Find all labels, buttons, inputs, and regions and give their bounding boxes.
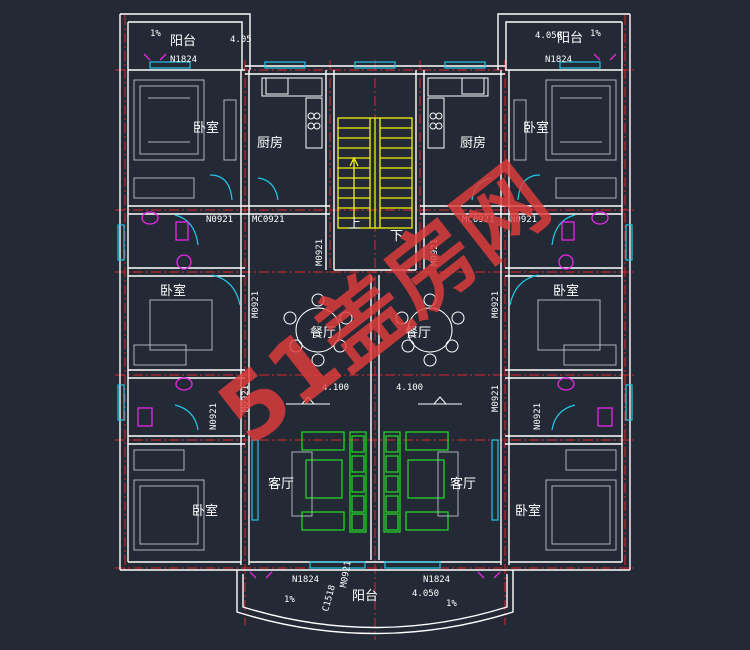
stair-up-label: 上 (348, 217, 361, 232)
staircase (337, 117, 413, 229)
dining-tables (283, 293, 465, 367)
door-code-label: M0921 (491, 385, 501, 412)
window-code-label: N1824 (545, 55, 572, 65)
room-label-dining-right: 餐厅 (405, 325, 431, 341)
room-label-kitchen-right: 厨房 (460, 135, 486, 151)
elevation-label: 4.100 (396, 383, 423, 393)
window-code-label: C1518 (321, 584, 338, 613)
window-code-label: N1824 (423, 575, 450, 585)
room-label-dining-left: 餐厅 (310, 325, 336, 341)
door-code-label: M0921 (491, 291, 501, 318)
elevation-label: 4.05 (230, 35, 252, 45)
axis-grid (115, 15, 635, 640)
stair-down-label: 下 (390, 229, 403, 244)
room-label-living-right: 客厅 (450, 476, 476, 492)
slope-label: 1% (150, 29, 161, 39)
door-code-label: M0921 (430, 239, 440, 266)
door-code-label: M0921 (251, 291, 261, 318)
room-label-bedroom-2: 卧室 (523, 120, 549, 136)
bedroom-furniture (133, 79, 617, 551)
window-code-label: M0921 (339, 560, 354, 588)
elevation-label: 4.100 (322, 383, 349, 393)
coffee-tables (291, 451, 459, 517)
door-code-label: N0921 (209, 403, 219, 430)
room-label-bedroom-5: 卧室 (192, 503, 218, 519)
room-label-bedroom-6: 卧室 (515, 503, 541, 519)
window-code-label: N1824 (170, 55, 197, 65)
bathroom-fixtures (137, 53, 617, 579)
door-code-label: MC0921 (462, 215, 495, 225)
door-code-label: N0921 (533, 403, 543, 430)
room-label-kitchen-left: 厨房 (257, 135, 283, 151)
door-code-label: N0921 (206, 215, 233, 225)
kitchen-fixtures (261, 77, 489, 149)
living-room-furniture (301, 431, 449, 533)
door-code-label: M0921 (241, 385, 251, 412)
slope-label: 1% (284, 595, 295, 605)
slope-label: 1% (446, 599, 457, 609)
elevation-label: 4.050 (412, 589, 439, 599)
elevation-label: 4.050 (535, 31, 562, 41)
room-label-bedroom-4: 卧室 (553, 283, 579, 299)
room-label-balcony-right: 阳台 (557, 31, 583, 46)
room-label-bedroom-1: 卧室 (193, 120, 219, 136)
window-code-label: N1824 (292, 575, 319, 585)
room-label-bedroom-3: 卧室 (160, 283, 186, 299)
room-label-living-left: 客厅 (268, 476, 294, 492)
slope-label: 1% (590, 29, 601, 39)
room-label-balcony-bottom: 阳台 (352, 589, 378, 604)
door-code-label: N0921 (510, 215, 537, 225)
elevation-markers (286, 396, 462, 405)
room-label-balcony-left: 阳台 (170, 34, 196, 49)
windows (117, 61, 633, 569)
door-code-label: MC0921 (252, 215, 285, 225)
door-code-label: M0921 (315, 239, 325, 266)
